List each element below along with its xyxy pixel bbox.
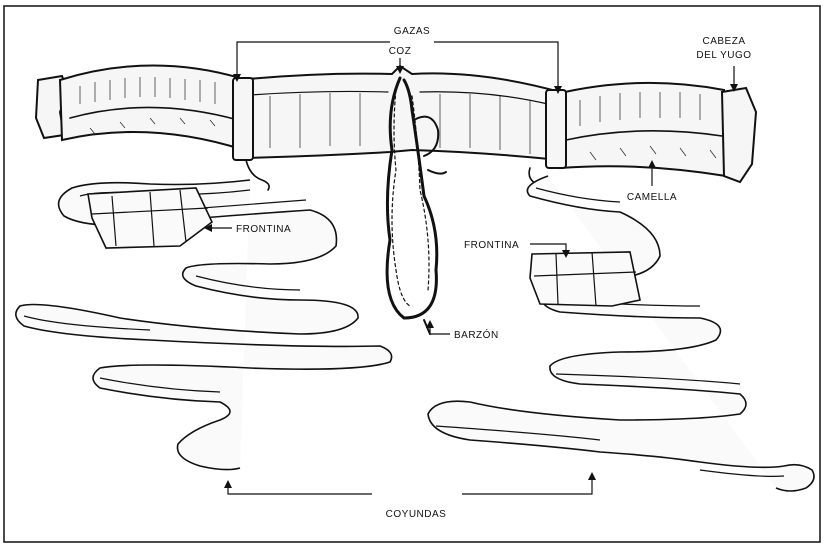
label-cabeza-line2: DEL YUGO [696, 50, 751, 61]
yoke-right-head [722, 88, 756, 182]
label-gazas: GAZAS [394, 26, 430, 37]
coyunda-left [16, 180, 392, 470]
gaza-band-left [233, 78, 253, 160]
label-cabeza-line1: CABEZA [702, 36, 745, 47]
label-camella: CAMELLA [627, 192, 677, 203]
label-barzon: BARZÓN [454, 328, 499, 341]
yoke-right-camella [556, 83, 726, 176]
label-coyundas: COYUNDAS [386, 509, 447, 520]
coyundas-bracket [228, 480, 592, 494]
label-coz: COZ [389, 46, 412, 57]
label-frontina-left: FRONTINA [236, 224, 291, 235]
gaza-band-right [546, 90, 566, 168]
frontina-right-pad [530, 252, 640, 306]
label-frontina-right: FRONTINA [464, 240, 519, 251]
